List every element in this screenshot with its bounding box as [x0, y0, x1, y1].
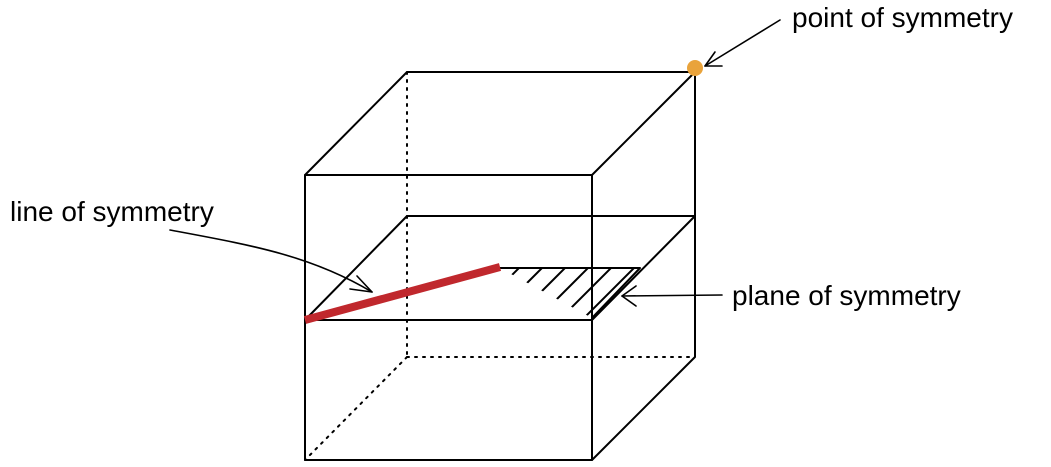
- plane-hatching: [499, 267, 641, 319]
- annotation-arrows: [169, 19, 781, 307]
- plane-right-edge: [591, 215, 696, 321]
- plane-arrow-head: [621, 285, 637, 307]
- line-arrow-head: [349, 275, 373, 293]
- point-arrow: [704, 19, 781, 67]
- point-of-symmetry: [687, 60, 703, 76]
- line-arrow: [169, 229, 373, 293]
- point-arrow-head: [704, 51, 723, 67]
- hidden-edge-bottom-diagonal: [304, 356, 408, 461]
- plane-left-edge: [304, 215, 408, 321]
- label-point-of-symmetry: point of symmetry: [792, 2, 1013, 33]
- cube: [304, 71, 696, 461]
- label-plane-of-symmetry: plane of symmetry: [732, 280, 961, 311]
- line-of-symmetry: [303, 263, 502, 324]
- plane-of-symmetry: [304, 215, 696, 321]
- cube-front-face: [304, 174, 593, 461]
- cube-right-face: [591, 71, 696, 461]
- label-line-of-symmetry: line of symmetry: [10, 196, 214, 227]
- hatch-boundary: [499, 267, 641, 319]
- cube-top-face: [304, 71, 696, 176]
- plane-arrow: [621, 294, 723, 297]
- hidden-edges: [304, 71, 696, 461]
